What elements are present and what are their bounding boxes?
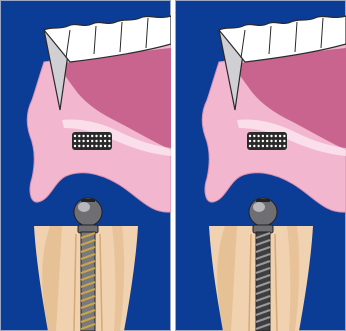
ball-head [74,198,102,226]
cap-dot [91,135,93,137]
cap-dot [78,140,80,142]
ball-head [249,198,277,226]
cap-dot [104,140,106,142]
ball-highlight [253,202,265,212]
cap-dot [95,140,97,142]
cap-dot [266,140,268,142]
cap-dot [275,140,277,142]
cap-dot [283,135,285,137]
cap-dot [257,145,259,147]
cap-dot [108,135,110,137]
ball-highlight [78,202,90,212]
cap-dot [104,145,106,147]
cap-dot [82,145,84,147]
cap-dot [249,140,251,142]
cap-dot [262,140,264,142]
cap-dot [262,145,264,147]
cap-dot [283,145,285,147]
cap-dot [91,145,93,147]
dental-implant-attachment-illustration-left [0,0,171,331]
cap-dot [249,135,251,137]
cap-dot [253,140,255,142]
cap-dot [249,145,251,147]
cap-dot [87,145,89,147]
cap-dot [257,140,259,142]
cap-dot [266,145,268,147]
cap-dot [270,140,272,142]
cap-dot [82,140,84,142]
cap-dot [100,135,102,137]
cap-dot [108,140,110,142]
cap-dot [283,140,285,142]
cap-dot [266,135,268,137]
cap-dot [95,145,97,147]
cap-dot [74,140,76,142]
cap-dot [100,145,102,147]
panel-left [0,0,171,331]
cap-dot [87,140,89,142]
cap-dot [257,135,259,137]
cap-dot [104,135,106,137]
cap-dot [262,135,264,137]
ball-slot [256,199,270,202]
panel-right [175,0,346,331]
cap-dot [74,135,76,137]
cap-dot [108,145,110,147]
cap-dot [87,135,89,137]
cap-dot [82,135,84,137]
cap-dot [270,135,272,137]
cap-dot [95,135,97,137]
cap-dot [275,145,277,147]
cap-dot [270,145,272,147]
cap-dot [74,145,76,147]
cap-dot [279,140,281,142]
cap-dot [279,135,281,137]
dental-implant-attachment-illustration-right [175,0,346,331]
cap-dot [275,135,277,137]
cap-dot [78,135,80,137]
ball-slot [81,199,95,202]
cap-dot [78,145,80,147]
cap-dot [279,145,281,147]
cap-dot [253,145,255,147]
cap-dot [100,140,102,142]
cap-dot [253,135,255,137]
cap-dot [91,140,93,142]
